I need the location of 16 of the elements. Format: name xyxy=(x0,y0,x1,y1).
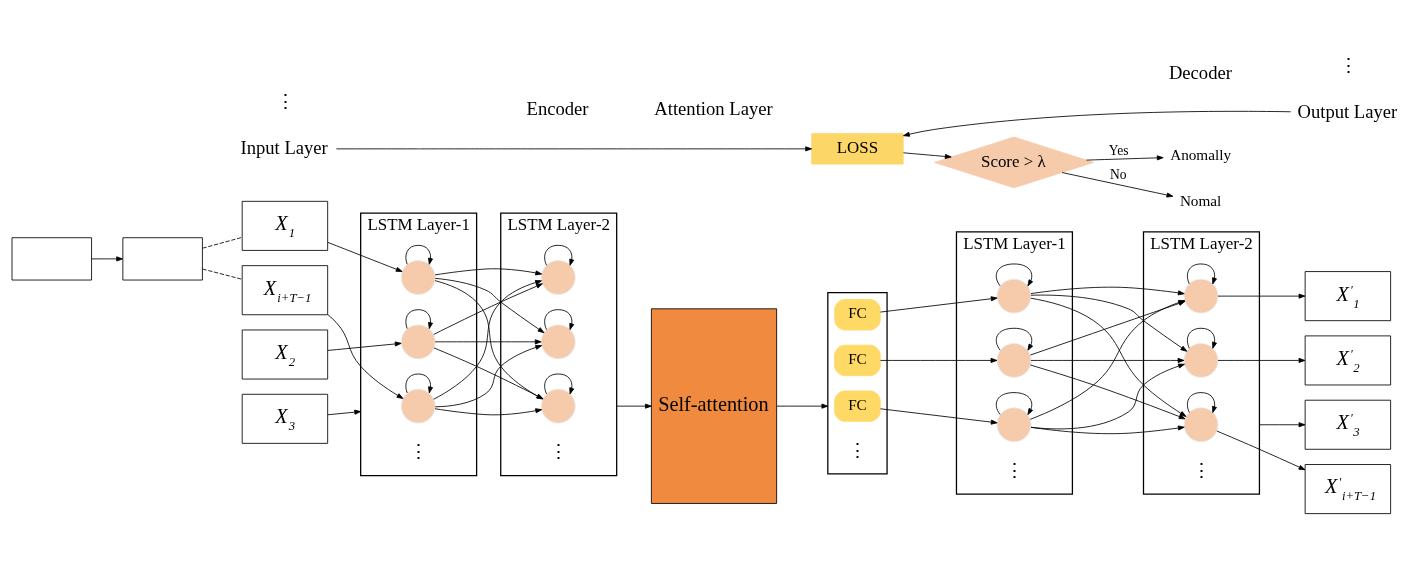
label: ⋮ xyxy=(548,441,568,463)
node-text: Input Layer xyxy=(240,136,328,158)
edge-label: Yes xyxy=(1108,142,1129,158)
label: Decoder xyxy=(1168,62,1232,84)
node-text: Anomally xyxy=(1170,146,1232,164)
label: ⋮ xyxy=(1191,459,1211,481)
label: ⋮ xyxy=(1004,459,1024,481)
label: ⋮ xyxy=(408,441,428,463)
edge-label: No xyxy=(1110,167,1127,183)
label: Encoder xyxy=(526,97,589,119)
label: ⋮ xyxy=(275,90,295,112)
label: ⋮ xyxy=(848,439,868,461)
node-text: Output Layer xyxy=(1297,101,1398,123)
label: ⋮ xyxy=(1338,55,1358,77)
node-text: Nomal xyxy=(1179,191,1222,209)
label: Attention Layer xyxy=(654,97,773,119)
